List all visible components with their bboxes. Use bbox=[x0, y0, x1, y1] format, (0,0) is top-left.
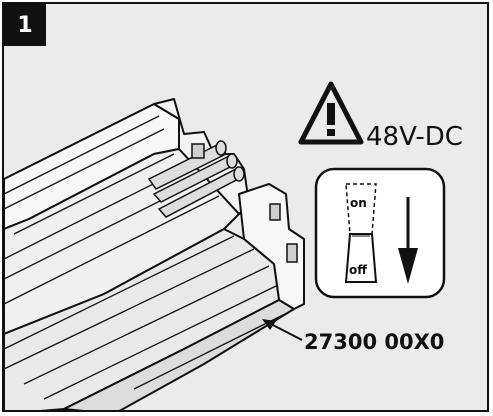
step-number-badge: 1 bbox=[4, 4, 46, 46]
voltage-label: 48V-DC bbox=[366, 122, 463, 152]
led-profile-rail bbox=[4, 98, 305, 410]
part-number-pointer bbox=[262, 319, 303, 341]
aluminium-profile-illustration bbox=[4, 81, 446, 410]
end-slots bbox=[191, 143, 298, 263]
instruction-panel: 1 48V-DC on off 27300 00X0 bbox=[2, 2, 489, 412]
rocker-switch-icon bbox=[344, 183, 378, 283]
switch-off-label: off bbox=[349, 263, 367, 277]
power-switch-box bbox=[314, 167, 446, 299]
part-number-label: 27300 00X0 bbox=[304, 330, 445, 354]
switch-on-label: on bbox=[350, 196, 367, 210]
profile-detail-lines bbox=[4, 115, 290, 400]
warning-triangle-icon bbox=[298, 81, 364, 145]
arrow-down-icon bbox=[398, 197, 418, 284]
